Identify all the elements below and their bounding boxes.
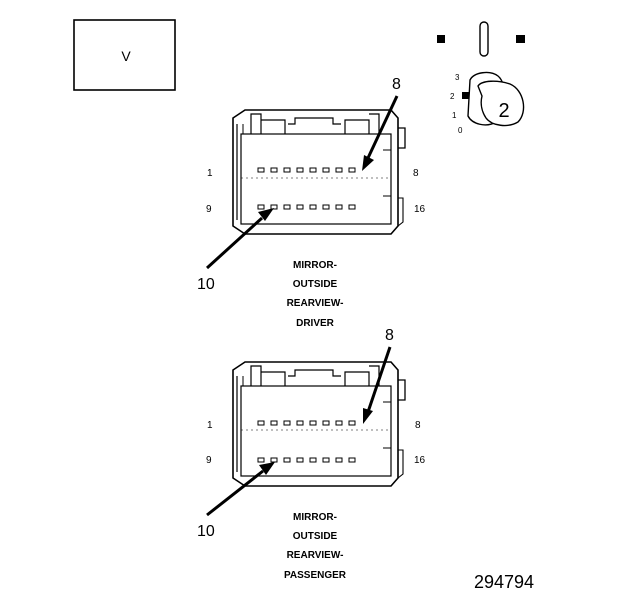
figure-number: 294794 [474, 572, 534, 592]
pin-label: 9 [206, 455, 212, 466]
pin-row-top [257, 420, 356, 426]
callout-label: 10 [197, 276, 215, 293]
callout-label: 8 [392, 76, 401, 93]
pin-label: 1 [207, 168, 213, 179]
pin-label: 16 [414, 204, 426, 215]
callout-label: 10 [197, 523, 215, 540]
connector-caption: PASSENGER [284, 570, 347, 581]
pin-label: 1 [207, 420, 213, 431]
pin-row-bottom [257, 457, 356, 463]
orientation-icons [437, 21, 525, 57]
pin-label: 8 [415, 420, 421, 431]
connector-caption: REARVIEW- [287, 298, 344, 309]
pin-row-top [257, 167, 356, 173]
connector-caption: MIRROR- [293, 512, 337, 523]
slot-icon [479, 21, 489, 57]
pin-label: 8 [413, 168, 419, 179]
view-box: V [73, 19, 176, 91]
key-selected-position: 2 [498, 100, 509, 122]
key-icon: 2 3 2 1 0 [450, 71, 525, 135]
connector-caption: DRIVER [296, 318, 335, 329]
pin-label: 9 [206, 204, 212, 215]
key-position-label: 1 [452, 111, 457, 120]
square-marker-icon [437, 35, 445, 43]
pin-label: 16 [414, 455, 426, 466]
callout-label: 8 [385, 327, 394, 344]
connector-caption: OUTSIDE [293, 279, 338, 290]
connector-caption: MIRROR- [293, 260, 337, 271]
key-position-label: 2 [450, 92, 455, 101]
square-marker-icon [516, 35, 525, 43]
connector-driver: 1 8 9 16 8 10 MIRROR- OUTSIDE REARVIEW- … [197, 76, 426, 329]
key-position-label: 3 [455, 73, 460, 82]
connector-caption: REARVIEW- [287, 550, 344, 561]
connector-caption: OUTSIDE [293, 531, 338, 542]
connector-passenger: 1 8 9 16 8 10 MIRROR- OUTSIDE REARVIEW- … [197, 327, 426, 581]
key-position-label: 0 [458, 126, 463, 135]
view-box-label: V [121, 48, 131, 64]
